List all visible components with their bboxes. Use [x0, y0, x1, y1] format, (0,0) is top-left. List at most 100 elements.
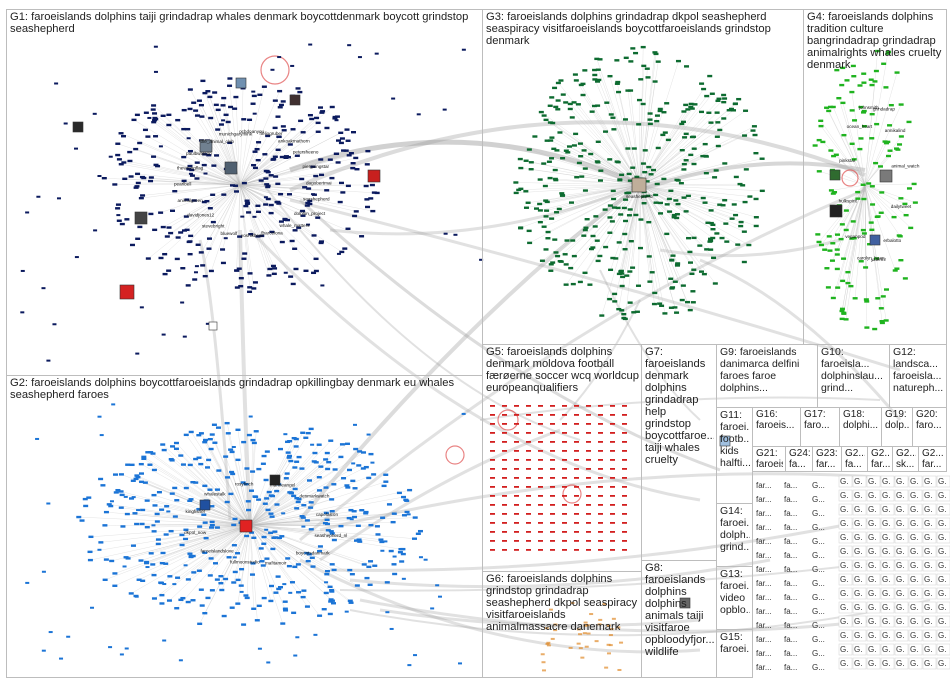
network-node-g1	[127, 159, 133, 163]
network-node-g3	[641, 195, 647, 198]
network-node-g3	[518, 187, 524, 191]
network-node-g3	[525, 201, 531, 204]
intra-group-edge	[864, 184, 882, 193]
network-node-g4	[897, 235, 903, 238]
hub-avatar-g4	[829, 204, 843, 218]
network-node-g2	[291, 494, 297, 498]
group-cell-label: G.	[896, 519, 904, 528]
intra-group-edge	[610, 184, 641, 270]
intra-group-edge	[591, 111, 641, 186]
intra-group-edge	[598, 69, 641, 186]
hub-avatar-g2	[239, 519, 253, 533]
group-cell-label: G.	[896, 617, 904, 626]
network-node-g5	[562, 468, 567, 470]
network-node-g4	[857, 147, 863, 151]
network-node-g2	[253, 430, 259, 433]
network-node-g3	[645, 194, 651, 198]
network-node-g2	[383, 480, 389, 483]
intra-group-edge	[166, 524, 251, 535]
intra-group-edge	[621, 184, 641, 271]
intra-group-edge	[630, 90, 641, 186]
network-node-g1	[294, 154, 300, 157]
network-node-g3	[636, 123, 642, 126]
network-node-g2	[151, 597, 157, 600]
network-node-g2	[188, 498, 194, 501]
network-node-g1	[208, 269, 214, 273]
network-node-g6	[609, 628, 614, 631]
network-node-g6	[606, 643, 611, 646]
network-node-g4	[850, 220, 856, 223]
network-node-g2	[372, 564, 378, 567]
network-node-g1	[223, 237, 228, 240]
network-node-g6	[570, 602, 575, 605]
network-node-g3	[587, 283, 593, 286]
group-cell-box	[922, 531, 937, 544]
network-node-g4	[857, 84, 863, 87]
network-node-g2	[190, 480, 196, 484]
network-node-g1	[370, 209, 376, 213]
network-node-g3	[651, 168, 657, 172]
network-node-g2	[124, 647, 129, 650]
network-node-g2	[113, 491, 119, 494]
group-cell-box	[936, 601, 950, 614]
group-label-g14: G14: faroei... dolph... grind...	[720, 505, 750, 553]
network-node-g4	[875, 49, 881, 53]
node-label-g2: dkpol_now	[184, 530, 207, 535]
network-node-g2	[196, 569, 202, 572]
network-node-g4	[849, 90, 855, 94]
network-node-g2	[437, 595, 442, 598]
group-cell-label: G.	[910, 575, 918, 584]
network-node-g4	[898, 197, 904, 200]
network-node-g5	[490, 414, 495, 416]
network-node-g3	[554, 211, 560, 214]
network-node-g6	[576, 628, 581, 631]
network-node-g3	[657, 302, 663, 305]
group-cell-label: G.	[840, 533, 848, 542]
network-node-g5	[622, 549, 627, 551]
network-node-g2	[346, 516, 352, 520]
network-node-g3	[590, 246, 596, 249]
network-node-g1	[268, 174, 274, 177]
network-node-g3	[554, 149, 560, 152]
group-cell-label: G.	[854, 645, 862, 654]
network-node-g1	[329, 176, 335, 180]
network-node-g5	[550, 468, 555, 470]
group-cell-label: G.	[868, 659, 876, 668]
network-node-g2	[282, 600, 288, 603]
group-cell-box	[852, 545, 867, 558]
node-label-g2: capefalcon	[316, 512, 339, 517]
network-node-g4	[841, 257, 847, 260]
intra-group-edge	[578, 104, 641, 186]
network-node-g4	[868, 221, 874, 224]
group-cell-box	[852, 629, 867, 642]
network-node-g2	[207, 574, 213, 577]
network-node-g2	[235, 552, 241, 555]
intra-group-edge	[239, 131, 319, 186]
network-node-g1	[206, 247, 212, 250]
intra-group-edge	[842, 184, 866, 309]
network-node-g5	[610, 459, 615, 461]
network-node-g3	[570, 239, 576, 242]
group-cell-box	[880, 615, 895, 628]
network-node-g2	[139, 480, 145, 484]
intra-group-edge	[239, 150, 368, 186]
network-node-g1	[256, 141, 262, 144]
network-node-g3	[710, 227, 716, 231]
network-node-g6	[589, 613, 594, 616]
group-label-g3: G3: faroeislands dolphins grindadrap dkp…	[486, 11, 771, 47]
network-node-g3	[595, 80, 601, 83]
network-node-g1	[168, 231, 174, 235]
network-node-g2	[235, 428, 241, 431]
network-node-g3	[552, 168, 558, 172]
network-node-g5	[538, 432, 543, 434]
intra-group-edge	[565, 184, 641, 255]
network-node-g2	[323, 486, 329, 489]
intra-group-edge	[551, 158, 641, 186]
network-node-g3	[707, 74, 713, 78]
intra-group-edge	[249, 524, 320, 616]
intra-group-edge	[191, 431, 251, 526]
network-node-g1	[174, 257, 180, 261]
network-node-g2	[283, 433, 288, 436]
network-node-g1	[36, 195, 41, 198]
self-loop-edge	[445, 445, 465, 465]
